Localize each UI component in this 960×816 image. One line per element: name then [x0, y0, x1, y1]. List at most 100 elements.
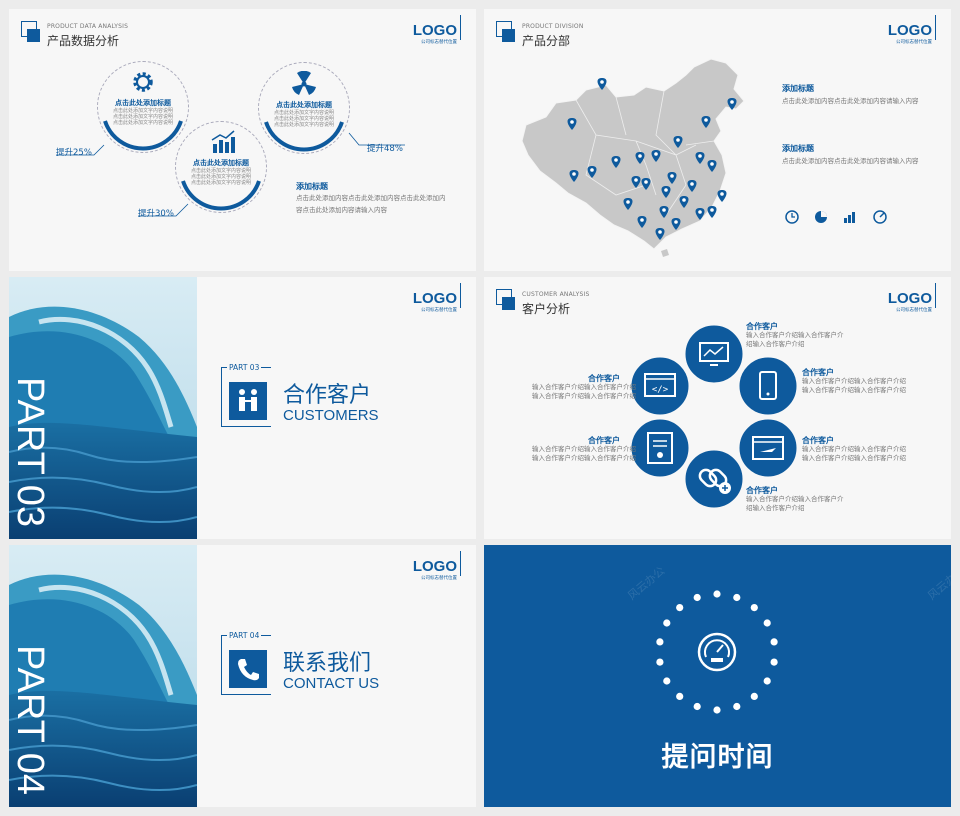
part-vertical-text: PART 04	[9, 645, 51, 795]
speed-icon	[873, 210, 887, 224]
header-cn: 产品数据分析	[47, 34, 120, 48]
ring-dot	[693, 593, 701, 602]
progress-arc	[264, 121, 344, 152]
ring-dot	[693, 702, 701, 711]
logo-sub: 公司标志替代位置	[421, 40, 457, 45]
ring-dot	[656, 638, 664, 646]
document-icon	[647, 432, 673, 464]
map-pin-icon	[597, 78, 607, 90]
map-pin-icon	[637, 216, 647, 228]
circle-desc: 点击此处添加文字内容说明点击此处添加文字内容说明点击此处添加文字内容说明	[112, 108, 173, 126]
percent-label: 提升30%	[138, 209, 174, 219]
header-en: PRODUCT DIVISION	[522, 23, 584, 30]
ring-dot	[663, 677, 671, 685]
map-pin-icon	[661, 186, 671, 198]
part-title-en: CONTACT US	[283, 675, 380, 692]
slide-header: PRODUCT DATA ANALYSIS 产品数据分析	[21, 19, 221, 49]
ring-dot	[663, 619, 671, 627]
percent-label: 提升25%	[56, 148, 92, 158]
slide-part-03[interactable]: PART 03 LOGO 公司标志替代位置 PART 03 合作客户 CUSTO…	[9, 277, 476, 539]
part-title-en: CUSTOMERS	[283, 407, 379, 424]
note-title: 添加标题	[296, 182, 328, 191]
logo: LOGO 公司标志替代位置	[412, 290, 457, 313]
note-desc: 点击此处添加内容点击此处添加内容点击此处添加内容点击此处添加内容请输入内容	[296, 194, 446, 214]
map-pin-icon	[687, 180, 697, 192]
map-pin-icon	[667, 172, 677, 184]
map-pin-icon	[567, 118, 577, 130]
monitor-icon	[699, 342, 729, 366]
map-pin-icon	[701, 116, 711, 128]
map-pin-icon	[631, 176, 641, 188]
wave-image	[9, 545, 197, 807]
logo-text: LOGO	[412, 22, 457, 39]
customer-title: 合作客户	[746, 486, 778, 495]
circle-title: 点击此处添加标题	[115, 99, 171, 107]
ring-dot	[763, 619, 771, 627]
part-tag: PART 04	[227, 631, 262, 640]
slide-product-data-analysis[interactable]: PRODUCT DATA ANALYSIS 产品数据分析 LOGO 公司标志替代…	[9, 9, 476, 271]
slide-qa-time[interactable]: 风云办公 风云办公 提问时间	[484, 545, 951, 807]
map-pin-icon	[655, 228, 665, 240]
map-pin-icon	[641, 178, 651, 190]
map-pin-icon	[695, 152, 705, 164]
phone-icon	[759, 371, 777, 400]
part-title-cn: 联系我们	[283, 651, 372, 676]
ring-dot	[713, 706, 721, 714]
svg-text:</>: </>	[652, 385, 669, 395]
block-desc: 点击此处添加内容点击此处添加内容请输入内容	[782, 97, 919, 105]
bar-chart-icon	[211, 130, 235, 153]
ring-dot	[656, 658, 664, 666]
pie-icon	[815, 211, 827, 223]
customer-title: 合作客户	[588, 374, 620, 383]
slide-part-04[interactable]: PART 04 LOGO 公司标志替代位置 PART 04 联系我们 CONTA…	[9, 545, 476, 807]
customer-title: 合作客户	[802, 436, 834, 445]
customer-title: 合作客户	[588, 436, 620, 445]
ring-dot	[676, 604, 684, 612]
bottom-icons	[785, 210, 887, 224]
gear-icon	[133, 72, 153, 92]
slide-product-division[interactable]: PRODUCT DIVISION 产品分部 LOGO 公司标志替代位置 添加标题…	[484, 9, 951, 271]
browser-icon	[752, 436, 784, 460]
map-pin-icon	[679, 196, 689, 208]
circle-desc: 点击此处添加文字内容说明点击此处添加文字内容说明点击此处添加文字内容说明	[190, 168, 251, 186]
part-title-cn: 合作客户	[283, 383, 372, 408]
customer-desc: 输入合作客户介绍输入合作客户介绍输入合作客户介绍输入合作客户介绍	[532, 445, 636, 462]
logo: LOGO 公司标志替代位置	[887, 290, 932, 313]
map-pin-icon	[611, 156, 621, 168]
map-pin-icon	[727, 98, 737, 110]
customer-desc: 输入合作客户介绍输入合作客户介绍输入合作客户介绍输入合作客户介绍	[802, 445, 906, 462]
circle-ring	[258, 62, 350, 154]
part-box: PART 03 合作客户 CUSTOMERS	[221, 363, 391, 437]
ring-dot	[750, 692, 758, 700]
percent-label: 提升48%	[367, 144, 403, 154]
watermark: 风云办公	[925, 564, 951, 603]
slide-customer-analysis[interactable]: CUSTOMER ANALYSIS 客户分析 LOGO 公司标志替代位置 </>…	[484, 277, 951, 539]
slide-header: CUSTOMER ANALYSIS 客户分析	[496, 287, 696, 317]
radiation-icon	[292, 71, 316, 95]
customer-desc: 输入合作客户介绍输入合作客户介绍输入合作客户介绍输入合作客户介绍	[532, 383, 636, 400]
link-icon	[698, 468, 731, 494]
progress-arc	[181, 180, 261, 211]
customer-desc: 输入合作客户介绍输入合作客户介绍输入合作客户介绍输入合作客户介绍	[802, 377, 906, 394]
ring-dot	[770, 658, 778, 666]
customer-title: 合作客户	[802, 368, 834, 377]
china-map	[521, 58, 745, 257]
part-box: PART 04 联系我们 CONTACT US	[221, 631, 391, 705]
ring-dot	[763, 677, 771, 685]
map-pin-icon	[587, 166, 597, 178]
qa-title: 提问时间	[661, 742, 774, 773]
header-cn: 产品分部	[522, 34, 571, 48]
block-title: 添加标题	[782, 144, 814, 153]
customer-title: 合作客户	[746, 322, 778, 331]
header-cn: 客户分析	[522, 302, 571, 316]
ring-dot	[713, 590, 721, 598]
ring-dot	[750, 604, 758, 612]
circle-ring	[175, 121, 267, 213]
map-pin-icon	[671, 218, 681, 230]
map-pin-icon	[659, 206, 669, 218]
customer-desc: 输入合作客户介绍输入合作客户介绍输入合作客户介绍	[746, 331, 844, 348]
progress-arc	[103, 120, 183, 151]
map-pin-icon	[635, 152, 645, 164]
logo: LOGO 公司标志替代位置	[413, 23, 457, 45]
logo: LOGO 公司标志替代位置	[412, 558, 457, 581]
